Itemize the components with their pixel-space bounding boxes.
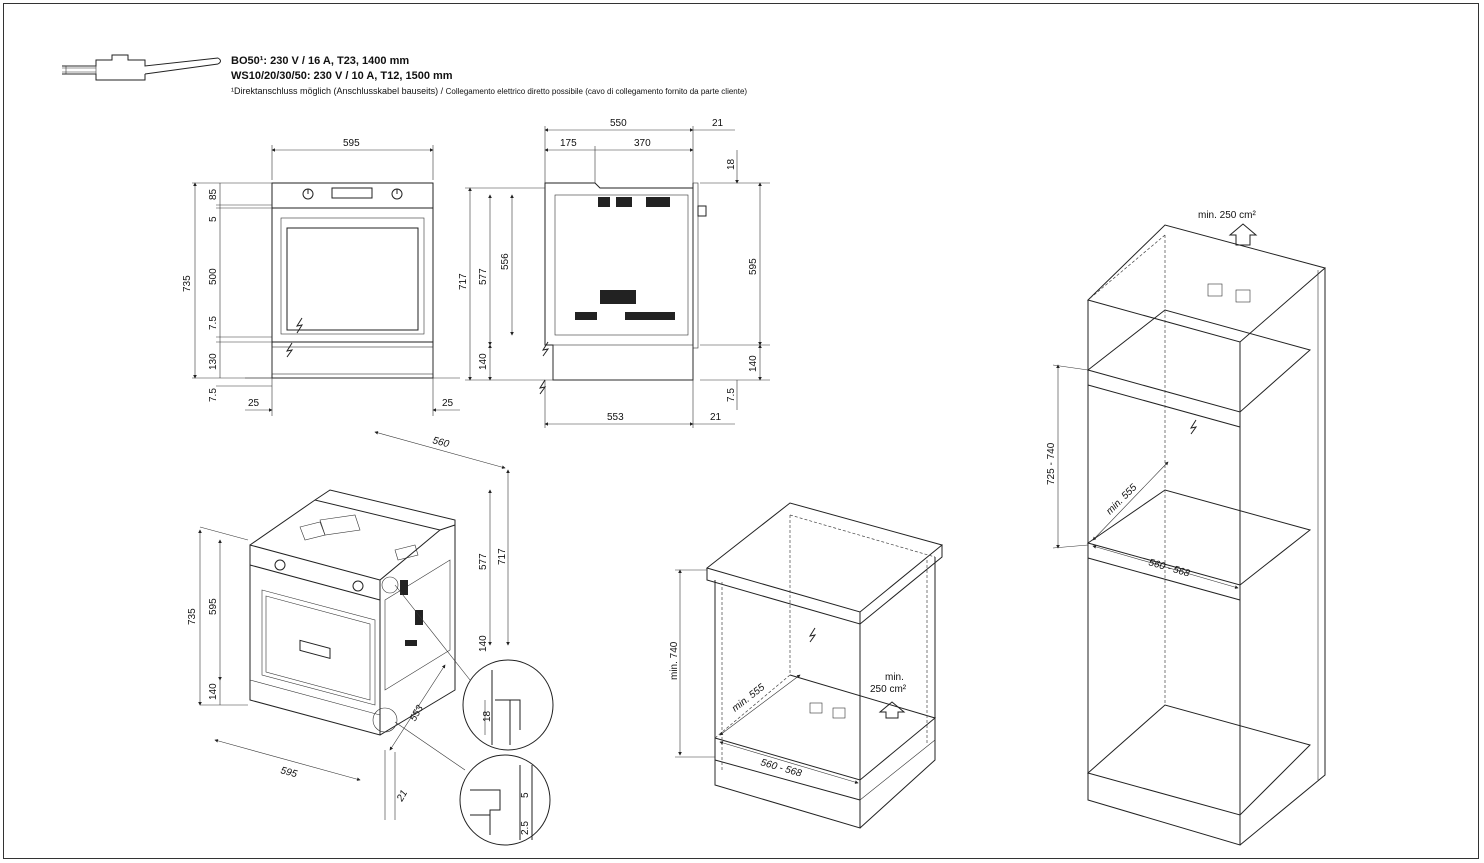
side-h556-label: 556 [500,253,511,270]
side-bottom7_5-label: 7.5 [726,388,737,402]
airflow-arrow-icon [1228,223,1258,246]
socket-icon [832,707,846,719]
electric-bolt-icon [538,379,547,395]
electric-bolt-icon [285,342,294,358]
detail-5-label: 5 [520,792,531,798]
tall-vent-label: min. 250 cm² [1198,210,1256,221]
iso-oven: 735 595 140 595 560 577 717 140 553 21 1… [187,431,554,846]
front-h85-label: 85 [208,188,219,200]
iso-width-label: 595 [279,765,298,780]
front-h5-label: 5 [208,216,219,222]
front-width-label: 595 [343,138,360,149]
iso-h595-label: 595 [208,598,219,615]
iso-h717-label: 717 [497,548,508,565]
footnote-de: ¹Direktanschluss möglich (Anschlusskabel… [231,86,446,96]
footnote-it: Collegamento elettrico diretto possibile… [445,87,748,96]
iso-d21-label: 21 [395,788,411,804]
detail-18-label: 18 [482,710,493,722]
plug-icon [62,54,221,81]
socket-icon [809,702,823,714]
iso-h140-label: 140 [208,683,219,700]
socket-icon [1207,283,1223,297]
spec-line-bo50: BO50¹: 230 V / 16 A, T23, 1400 mm [231,55,410,67]
front-total-label: 735 [182,275,193,292]
side-front-label: 21 [712,118,724,129]
base-cabinet: min. 740 min. 555 560 - 568 min. 250 cm² [669,502,944,829]
iso-depth-label: 560 [431,435,450,450]
electric-bolt-icon [541,341,550,357]
front-h7_5-label: 7.5 [208,316,219,330]
detail-circle-bottom [459,754,551,846]
iso-d553-label: 553 [408,703,426,723]
tall-height-label: 725 - 740 [1046,442,1057,485]
side-h577-label: 577 [478,268,489,285]
side-view: 550 21 175 370 18 717 577 556 140 595 14… [458,118,770,428]
side-d21-label: 21 [710,412,722,423]
side-d553-label: 553 [607,412,624,423]
socket-icon [1235,289,1251,303]
base-depth-label: min. 555 [730,682,767,715]
side-d370-label: 370 [634,138,651,149]
electric-bolt-icon [295,317,304,334]
airflow-arrow-icon [878,701,906,719]
tall-depth-label: min. 555 [1104,482,1139,517]
base-vent-label: min. [885,672,904,683]
base-vent2-label: 250 cm² [870,684,907,695]
side-h140b-label: 140 [748,355,759,372]
front-bottom-label: 7.5 [208,388,219,402]
drawing-frame [3,3,1479,859]
detail-circle-top [462,659,554,751]
base-height-label: min. 740 [669,641,680,680]
side-h140-label: 140 [478,353,489,370]
iso-h735-label: 735 [187,608,198,625]
spec-line-ws: WS10/20/30/50: 230 V / 10 A, T12, 1500 m… [231,70,453,82]
tall-cabinet: 725 - 740 min. 555 560 - 568 min. 250 cm… [1046,210,1327,846]
iso-h577-label: 577 [478,553,489,570]
electric-bolt-icon [1189,419,1198,435]
front-h130-label: 130 [208,353,219,370]
electric-bolt-icon [808,627,817,643]
base-width-label: 560 - 568 [759,757,803,779]
footnote: ¹Direktanschluss möglich (Anschlusskabel… [231,86,747,96]
side-depth-label: 550 [610,118,627,129]
side-top18-label: 18 [726,158,737,170]
front-h500-label: 500 [208,268,219,285]
front-right-inset-label: 25 [442,398,454,409]
side-h595-label: 595 [748,258,759,275]
side-h717-label: 717 [458,273,469,290]
front-left-inset-label: 25 [248,398,260,409]
detail-2_5-label: 2.5 [520,821,531,835]
side-d175-label: 175 [560,138,577,149]
front-view: 595 735 85 5 500 7.5 130 7.5 25 25 [182,138,460,416]
iso-h140r-label: 140 [478,635,489,652]
